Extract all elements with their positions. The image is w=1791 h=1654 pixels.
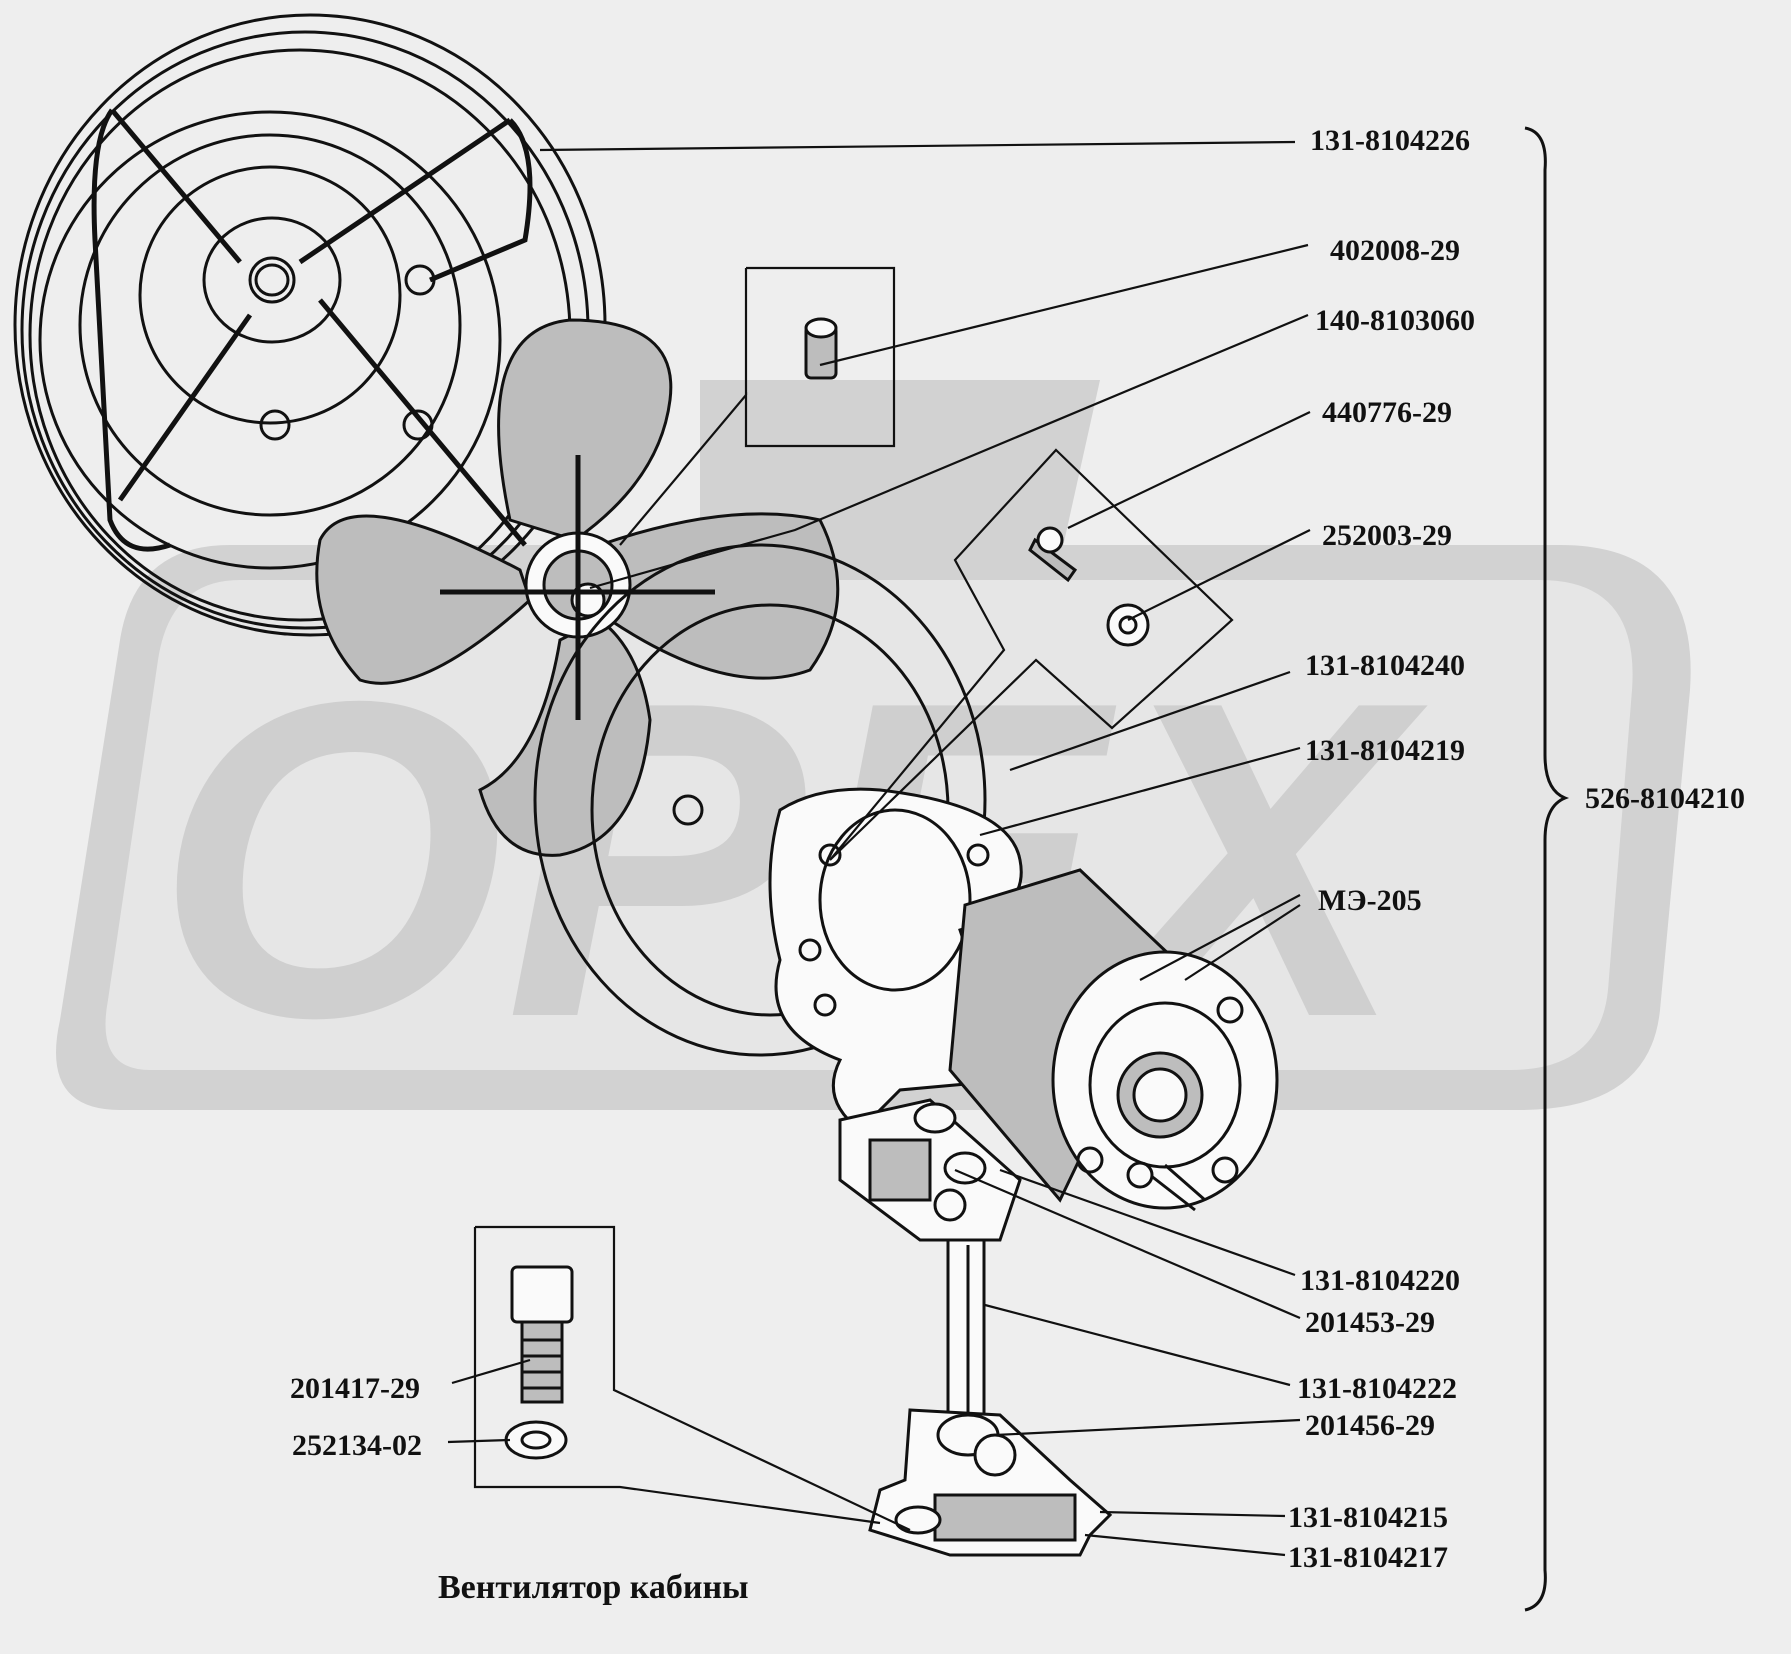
label-440776-29: 440776-29 — [1322, 396, 1452, 429]
watermark-logo: ОРЕХ — [56, 380, 1691, 1111]
motor-bracket — [838, 1098, 1022, 1242]
mounting-base — [868, 1408, 1113, 1557]
label-201456-29: 201456-29 — [1305, 1409, 1435, 1442]
inset-screw-washer — [829, 448, 1234, 861]
label-me-205: МЭ-205 — [1318, 884, 1422, 917]
electric-motor — [948, 868, 1279, 1212]
label-131-8104215: 131-8104215 — [1288, 1501, 1448, 1534]
label-252134-02: 252134-02 — [292, 1429, 422, 1462]
label-131-8104240: 131-8104240 — [1305, 649, 1465, 682]
label-131-8104219: 131-8104219 — [1305, 734, 1465, 767]
diagram-title: Вентилятор кабины — [438, 1569, 749, 1606]
label-assembly-526-8104210: 526-8104210 — [1585, 782, 1745, 815]
label-131-8104220: 131-8104220 — [1300, 1264, 1460, 1297]
label-140-8103060: 140-8103060 — [1315, 304, 1475, 337]
inset-bolt-washer — [473, 1225, 911, 1531]
label-131-8104217: 131-8104217 — [1288, 1541, 1448, 1574]
inset-screw — [619, 266, 896, 546]
assembly-brace — [1524, 126, 1570, 1612]
label-402008-29: 402008-29 — [1330, 234, 1460, 267]
part-labels: 131-8104226 402008-29 140-8103060 440776… — [290, 124, 1745, 1574]
fan-guard-grille — [13, 13, 607, 637]
support-rod — [946, 1238, 986, 1432]
fan-impeller — [315, 318, 840, 857]
label-201453-29: 201453-29 — [1305, 1306, 1435, 1339]
label-252003-29: 252003-29 — [1322, 519, 1452, 552]
leader-lines — [447, 140, 1311, 1557]
label-201417-29: 201417-29 — [290, 1372, 420, 1405]
label-131-8104222: 131-8104222 — [1297, 1372, 1457, 1405]
label-131-8104226: 131-8104226 — [1310, 124, 1470, 157]
